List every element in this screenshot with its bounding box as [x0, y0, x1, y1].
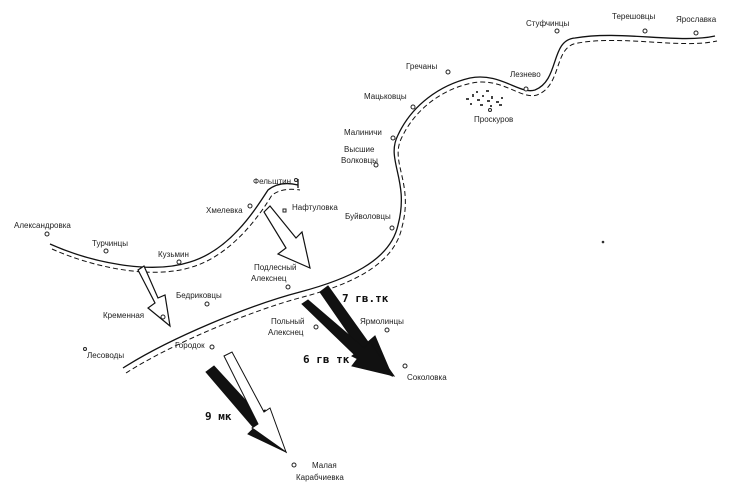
village-yaroslavka: [693, 30, 699, 36]
label-turchintsy: Турчинцы: [92, 239, 128, 248]
arrow-9mk-b: [223, 351, 288, 454]
front-line-dashed: [125, 39, 718, 374]
label-lesovody: Лесоводы: [87, 351, 124, 360]
attack-arrows-solid: [205, 285, 396, 454]
label-grechany: Гречаны: [406, 62, 438, 71]
front-line-main: [49, 34, 718, 374]
village-malaya-karabchievka: [291, 462, 297, 468]
label-yaroslavka: Ярославка: [676, 15, 717, 24]
village-buivolovtsy: [389, 225, 395, 231]
village-sokolovka: [402, 363, 408, 369]
label-proskurov: Проскуров: [474, 115, 513, 124]
place-labels: Александровка Турчинцы Кузьмин Хмелевка …: [14, 12, 717, 482]
arrow-kuzmin: [137, 265, 171, 328]
town-shading-proskurov: [466, 90, 503, 107]
label-naftulovka: Нафтуловка: [292, 203, 338, 212]
label-sokolovka: Соколовка: [407, 373, 447, 382]
village-naftulovka: [282, 208, 287, 213]
village-vysshie-volkovtsy: [373, 162, 379, 168]
village-lesovody: [83, 347, 87, 351]
village-leznevo: [523, 86, 529, 92]
label-polny-2: Алекснец: [268, 328, 304, 337]
village-aleksandrovka: [44, 231, 50, 237]
label-gorodok: Городок: [175, 341, 205, 350]
arrow-felshtin: [263, 205, 311, 270]
attack-arrows-outline: [137, 205, 311, 328]
label-aleksandrovka: Александровка: [14, 221, 71, 230]
village-kuzmin: [176, 259, 182, 265]
front-line-west-dashed: [51, 188, 301, 273]
label-vysshie-2: Волковцы: [341, 156, 378, 165]
village-khmelevka: [247, 203, 253, 209]
label-vysshie-1: Высшие: [344, 145, 375, 154]
label-felshtin: Фельштин: [253, 177, 291, 186]
village-bedrikovtsy: [204, 301, 210, 307]
village-tereshovtsy: [642, 28, 648, 34]
label-podlesny-1: Подлесный: [254, 263, 296, 272]
village-polny: [313, 324, 319, 330]
village-stufchintsy: [554, 28, 560, 34]
label-podlesny-2: Алекснец: [251, 274, 287, 283]
village-gorodok: [209, 344, 215, 350]
front-line-solid: [122, 34, 716, 369]
village-kremennaya: [160, 314, 166, 320]
village-markers: [44, 28, 699, 468]
label-malinichi: Малиничи: [344, 128, 382, 137]
label-matskovtsy: Мацьковцы: [364, 92, 407, 101]
village-podlesny: [285, 284, 291, 290]
label-tereshovtsy: Терешовцы: [612, 12, 655, 21]
label-buivolovtsy: Буйволовцы: [345, 212, 391, 221]
label-leznevo: Лезнево: [510, 70, 541, 79]
village-matskovtsy: [410, 104, 416, 110]
label-polny-1: Польный: [271, 317, 305, 326]
village-grechany: [445, 69, 451, 75]
label-stufchintsy: Стуфчинцы: [526, 19, 569, 28]
unit-labels: 7 гв.тк 6 гв тк 9 мк: [205, 292, 389, 423]
label-yarmolintsy: Ярмолинцы: [360, 317, 404, 326]
village-turchintsy: [103, 248, 109, 254]
village-proskurov: [488, 108, 492, 112]
front-line-west-solid: [49, 182, 299, 268]
label-kuzmin: Кузьмин: [158, 250, 189, 259]
unit-label-6gv: 6 гв тк: [303, 353, 350, 366]
label-bedrikovtsy: Бедриковцы: [176, 291, 222, 300]
unit-label-9mk: 9 мк: [205, 410, 232, 423]
label-malaya-1: Малая: [312, 461, 337, 470]
village-far-east-mark: [601, 240, 605, 244]
arrow-6gv: [301, 299, 396, 377]
label-khmelevka: Хмелевка: [206, 206, 243, 215]
village-yarmolintsy: [384, 327, 390, 333]
unit-label-7gv: 7 гв.тк: [342, 292, 389, 305]
village-felshtin: [294, 178, 298, 182]
label-malaya-2: Карабчиевка: [296, 473, 344, 482]
label-kremennaya: Кременная: [103, 311, 144, 320]
village-malinichi: [390, 135, 396, 141]
